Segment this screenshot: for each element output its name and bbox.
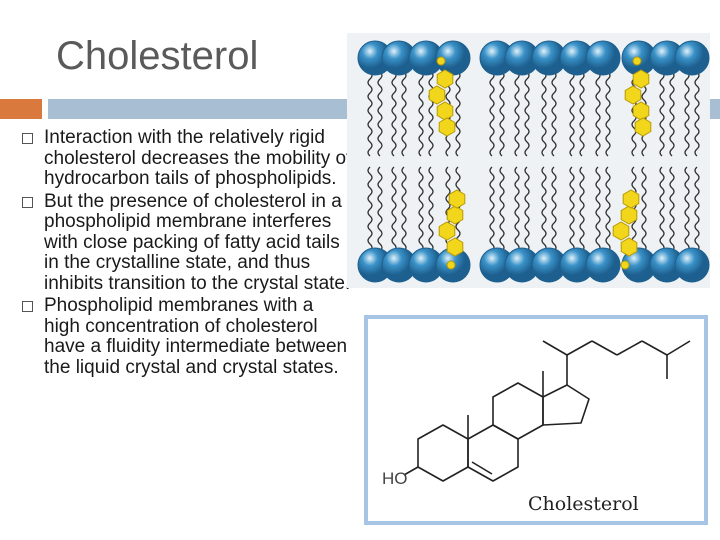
sterol-ring-icon bbox=[446, 205, 464, 225]
fatty-acid-tail bbox=[428, 166, 434, 252]
fatty-acid-tail bbox=[541, 166, 547, 252]
sterol-ring-icon bbox=[632, 69, 650, 89]
bullet-list: Interaction with the relatively rigid ch… bbox=[22, 127, 352, 380]
fatty-acid-tail bbox=[641, 166, 647, 252]
bullet-item-1: Interaction with the relatively rigid ch… bbox=[22, 127, 352, 190]
fatty-acid-tail bbox=[694, 71, 700, 157]
fatty-acid-tail bbox=[595, 71, 601, 157]
fatty-acid-tail bbox=[514, 166, 520, 252]
sterol-ring-icon bbox=[620, 237, 638, 257]
fatty-acid-tail bbox=[524, 166, 530, 252]
sterol-ring-icon bbox=[620, 205, 638, 225]
fatty-acid-tail bbox=[579, 166, 585, 252]
fatty-acid-tail bbox=[499, 71, 505, 157]
square-bullet-icon bbox=[22, 301, 33, 312]
phospholipid-head-icon bbox=[674, 247, 710, 283]
phospholipid-head-icon bbox=[585, 40, 621, 76]
fatty-acid-tail bbox=[595, 166, 601, 252]
membrane-diagram-icon bbox=[357, 40, 710, 283]
cholesterol-structure-panel: HO Cholesterol bbox=[364, 315, 708, 525]
fatty-acid-tail bbox=[391, 71, 397, 157]
fatty-acid-tail bbox=[551, 71, 557, 157]
fatty-acid-tail bbox=[418, 71, 424, 157]
cholesterol-hydroxyl-icon bbox=[632, 56, 642, 66]
sterol-ring-icon bbox=[436, 101, 454, 121]
sterol-ring-icon bbox=[436, 69, 454, 89]
phospholipid-head-icon bbox=[674, 40, 710, 76]
fatty-acid-tail bbox=[428, 71, 434, 157]
cholesterol-skeletal-formula-icon bbox=[403, 340, 691, 482]
fatty-acid-tail bbox=[551, 166, 557, 252]
bullet-text-1: Interaction with the relatively rigid ch… bbox=[44, 127, 352, 189]
fatty-acid-tail bbox=[489, 71, 495, 157]
fatty-acid-tail bbox=[377, 71, 383, 157]
cholesterol-hydroxyl-icon bbox=[436, 56, 446, 66]
fatty-acid-tail bbox=[455, 71, 461, 157]
fatty-acid-tail bbox=[401, 71, 407, 157]
sterol-ring-icon bbox=[612, 221, 630, 241]
sterol-ring-icon bbox=[446, 237, 464, 257]
fatty-acid-tail bbox=[377, 166, 383, 252]
square-bullet-icon bbox=[22, 133, 33, 144]
fatty-acid-tail bbox=[391, 166, 397, 252]
fatty-acid-tail bbox=[684, 166, 690, 252]
accent-bar-orange bbox=[0, 99, 42, 119]
fatty-acid-tail bbox=[605, 166, 611, 252]
fatty-acid-tail bbox=[541, 71, 547, 157]
slide-title: Cholesterol bbox=[56, 34, 259, 78]
hydroxyl-label: HO bbox=[382, 469, 408, 488]
membrane-illustration bbox=[347, 33, 710, 288]
fatty-acid-tail bbox=[418, 166, 424, 252]
sterol-ring-icon bbox=[448, 189, 466, 209]
sterol-ring-icon bbox=[632, 101, 650, 121]
fatty-acid-tail bbox=[499, 166, 505, 252]
fatty-acid-tail bbox=[684, 71, 690, 157]
sterol-ring-icon bbox=[634, 117, 652, 137]
sterol-ring-icon bbox=[438, 221, 456, 241]
fatty-acid-tail bbox=[367, 71, 373, 157]
fatty-acid-tail bbox=[569, 71, 575, 157]
fatty-acid-tail bbox=[694, 166, 700, 252]
bullet-text-2: But the presence of cholesterol in a pho… bbox=[44, 190, 351, 294]
fatty-acid-tail bbox=[669, 71, 675, 157]
sterol-ring-icon bbox=[624, 85, 642, 105]
fatty-acid-tail bbox=[605, 71, 611, 157]
sterol-ring-icon bbox=[428, 85, 446, 105]
fatty-acid-tail bbox=[669, 166, 675, 252]
phospholipid-head-icon bbox=[585, 247, 621, 283]
fatty-acid-tail bbox=[569, 166, 575, 252]
fatty-acid-tail bbox=[659, 166, 665, 252]
fatty-acid-tail bbox=[579, 71, 585, 157]
structure-caption: Cholesterol bbox=[528, 493, 639, 515]
fatty-acid-tail bbox=[489, 166, 495, 252]
fatty-acid-tail bbox=[514, 71, 520, 157]
square-bullet-icon bbox=[22, 196, 33, 208]
bullet-item-3: Phospholipid membranes with a high conce… bbox=[22, 295, 352, 378]
bullet-item-2: But the presence of cholesterol in a pho… bbox=[22, 190, 352, 295]
fatty-acid-tail bbox=[401, 166, 407, 252]
fatty-acid-tail bbox=[524, 71, 530, 157]
bullet-text-3: Phospholipid membranes with a high conce… bbox=[44, 295, 348, 378]
fatty-acid-tail bbox=[659, 71, 665, 157]
sterol-ring-icon bbox=[622, 189, 640, 209]
cholesterol-hydroxyl-icon bbox=[446, 260, 456, 270]
sterol-ring-icon bbox=[438, 117, 456, 137]
fatty-acid-tail bbox=[367, 166, 373, 252]
cholesterol-hydroxyl-icon bbox=[620, 260, 630, 270]
